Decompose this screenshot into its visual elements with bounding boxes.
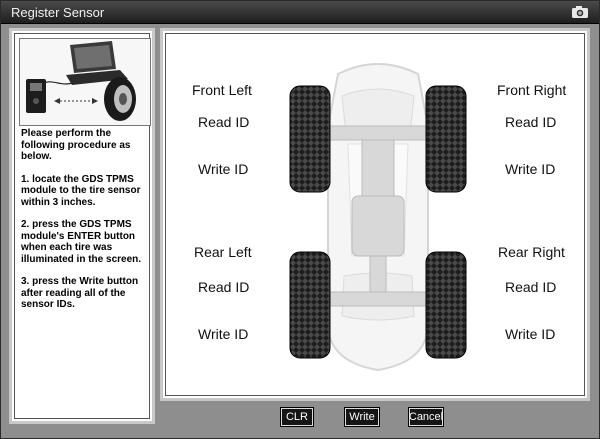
tire-icon [104,77,136,121]
rear-right-label: Rear Right [498,244,565,260]
cancel-button[interactable]: Cancel [408,407,444,427]
gds-module-illustration [19,38,151,126]
instructions-text: Please perform the following procedure a… [21,128,145,322]
signal-arrows-icon [54,98,98,104]
instructions-step-1: 1. locate the GDS TPMS module to the tir… [21,173,141,208]
tire-diagram-frame: Front Left Read ID Write ID Front Right … [165,33,585,396]
front-right-write-id: Write ID [505,161,556,177]
car-top-view-diagram [289,63,467,372]
clr-button[interactable]: CLR [280,407,314,427]
rear-left-label: Rear Left [194,244,252,260]
rear-left-tire [289,251,331,359]
rear-right-write-id: Write ID [505,326,556,342]
title-bar: Register Sensor [1,1,599,24]
car-axles [321,125,435,307]
front-right-read-id: Read ID [505,114,557,130]
front-right-label: Front Right [497,82,567,98]
rear-left-read-id: Read ID [198,279,250,295]
laptop-icon [66,41,128,85]
tire-diagram-panel: Front Left Read ID Write ID Front Right … [160,28,590,401]
instructions-frame: Please perform the following procedure a… [14,33,151,419]
gds-module-icon [26,79,46,113]
front-left-label: Front Left [192,82,252,98]
rear-left-write-id: Write ID [198,326,249,342]
instructions-panel: Please perform the following procedure a… [9,28,155,424]
instructions-step-3: 3. press the Write button after reading … [21,276,139,310]
rear-right-tire [425,251,467,359]
instructions-intro: Please perform the following procedure a… [21,128,131,162]
front-left-read-id: Read ID [198,114,250,130]
front-left-tire [289,85,331,193]
window-title: Register Sensor [11,5,105,20]
instructions-step-2: 2. press the GDS TPMS module's ENTER but… [21,219,142,265]
front-left-write-id: Write ID [198,161,249,177]
rear-right-read-id: Read ID [505,279,557,295]
front-right-tire [425,85,467,193]
camera-icon[interactable] [571,5,589,19]
write-button[interactable]: Write [344,407,380,427]
